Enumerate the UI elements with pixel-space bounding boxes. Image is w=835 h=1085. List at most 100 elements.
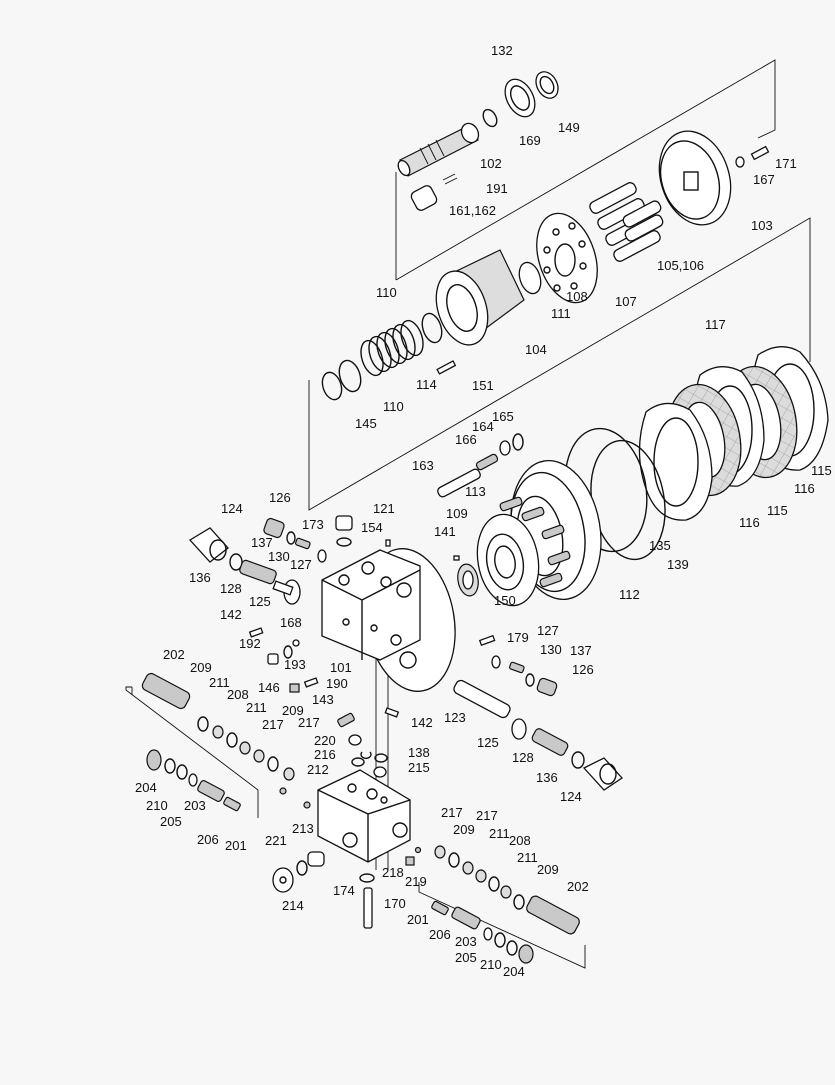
seat-127-top — [317, 549, 327, 563]
part-label-123: 123 — [444, 710, 466, 725]
pin-141 — [453, 555, 460, 561]
spring-206-right — [451, 906, 481, 930]
spring-166 — [475, 453, 499, 471]
part-label-132: 132 — [491, 43, 513, 58]
washer-217-l1 — [253, 749, 265, 763]
part-label-191: 191 — [486, 181, 508, 196]
ring-110-bottom — [338, 359, 362, 393]
part-label-165: 165 — [492, 409, 514, 424]
washer-205-left — [176, 764, 188, 780]
part-label-154: 154 — [361, 520, 383, 535]
part-label-161-162: 161,162 — [449, 203, 496, 218]
part-label-211-l2: 211 — [246, 700, 267, 715]
part-label-217-l2: 217 — [298, 715, 320, 730]
cylinder-block-104 — [435, 249, 525, 346]
part-label-202-left: 202 — [163, 647, 185, 662]
part-label-206-r: 206 — [429, 927, 451, 942]
plug-214 — [272, 867, 294, 893]
plug-121 — [335, 515, 353, 531]
o-ring-137-right — [525, 673, 535, 687]
part-label-115-mid: 115 — [767, 503, 788, 518]
part-label-137-top: 137 — [251, 535, 273, 550]
part-label-209-r1: 209 — [453, 822, 475, 837]
part-label-202-right: 202 — [567, 879, 589, 894]
part-label-121: 121 — [373, 501, 395, 516]
spherical-bushing-108 — [518, 261, 542, 295]
spool-123 — [453, 679, 511, 719]
pin-161-162 — [410, 173, 458, 211]
part-label-205-r: 205 — [455, 950, 477, 965]
bolt-143 — [337, 712, 355, 728]
part-label-179: 179 — [507, 630, 529, 645]
part-label-105-106: 105,106 — [657, 258, 704, 273]
part-label-209-l1: 209 — [190, 660, 212, 675]
plug-192 — [267, 653, 279, 665]
part-label-171: 171 — [775, 156, 797, 171]
part-label-208-r: 208 — [509, 833, 531, 848]
part-label-111: 111 — [551, 306, 571, 321]
part-label-141: 141 — [434, 524, 456, 539]
part-label-136-top: 136 — [189, 570, 211, 585]
o-ring-210-left — [164, 758, 176, 774]
casing-101 — [321, 548, 456, 692]
o-ring-137-top — [286, 531, 296, 545]
part-label-206-l: 206 — [197, 832, 219, 847]
part-label-217-r2: 217 — [476, 808, 498, 823]
part-label-104: 104 — [525, 342, 547, 357]
o-ring-173 — [336, 537, 352, 547]
pistons-105-106 — [589, 182, 664, 262]
part-label-209-r2: 209 — [537, 862, 559, 877]
o-ring-208-r — [488, 876, 500, 892]
part-label-167: 167 — [753, 172, 775, 187]
part-label-221: 221 — [265, 833, 287, 848]
plug-146 — [289, 683, 300, 693]
washer-217-l2 — [283, 767, 295, 781]
bushing-167 — [735, 156, 745, 168]
o-ring-209-r1 — [448, 852, 460, 868]
part-label-139: 139 — [667, 557, 689, 572]
plug-204-right — [518, 944, 534, 964]
ring-203-right — [483, 927, 493, 941]
part-label-127-right: 127 — [537, 623, 559, 638]
part-label-164: 164 — [472, 419, 494, 434]
snap-ring-145 — [321, 371, 343, 401]
part-label-124-top: 124 — [221, 501, 243, 516]
washer-217-r2 — [462, 861, 474, 875]
o-ring-208-l — [226, 732, 238, 748]
part-label-212: 212 — [307, 762, 329, 777]
part-label-126-right: 126 — [572, 662, 594, 677]
washer-164 — [499, 440, 511, 456]
spring-130-top — [295, 537, 311, 550]
part-label-125-top: 125 — [249, 594, 271, 609]
spool-163 — [437, 468, 481, 498]
part-label-145: 145 — [355, 416, 377, 431]
part-label-216: 216 — [314, 747, 336, 762]
part-label-150: 150 — [494, 593, 516, 608]
o-ring-209-r2 — [513, 894, 525, 910]
part-label-117: 117 — [705, 317, 726, 332]
plug-213 — [307, 851, 325, 867]
part-label-217-r1: 217 — [441, 805, 463, 820]
washer-211-r2 — [500, 885, 512, 899]
swash-plate-103 — [658, 130, 732, 226]
spring-114 — [360, 319, 424, 377]
part-label-102: 102 — [480, 156, 502, 171]
o-ring-209-l2 — [267, 756, 279, 772]
part-label-142-top: 142 — [220, 607, 242, 622]
part-label-220: 220 — [314, 733, 336, 748]
o-ring-138 — [374, 753, 388, 763]
part-label-203-r: 203 — [455, 934, 477, 949]
part-label-214: 214 — [282, 898, 304, 913]
part-label-166: 166 — [455, 432, 477, 447]
plug-small-mid — [303, 801, 311, 809]
valve-202-right — [526, 895, 580, 935]
part-label-203-l: 203 — [184, 798, 206, 813]
plug-124-top — [188, 527, 229, 563]
ring-203-left — [188, 773, 198, 787]
part-label-193: 193 — [284, 657, 306, 672]
part-label-101: 101 — [330, 660, 352, 675]
part-label-110-bot: 110 — [383, 399, 404, 414]
part-label-174: 174 — [333, 883, 355, 898]
part-label-127-top: 127 — [290, 557, 312, 572]
o-ring-216 — [351, 757, 365, 767]
